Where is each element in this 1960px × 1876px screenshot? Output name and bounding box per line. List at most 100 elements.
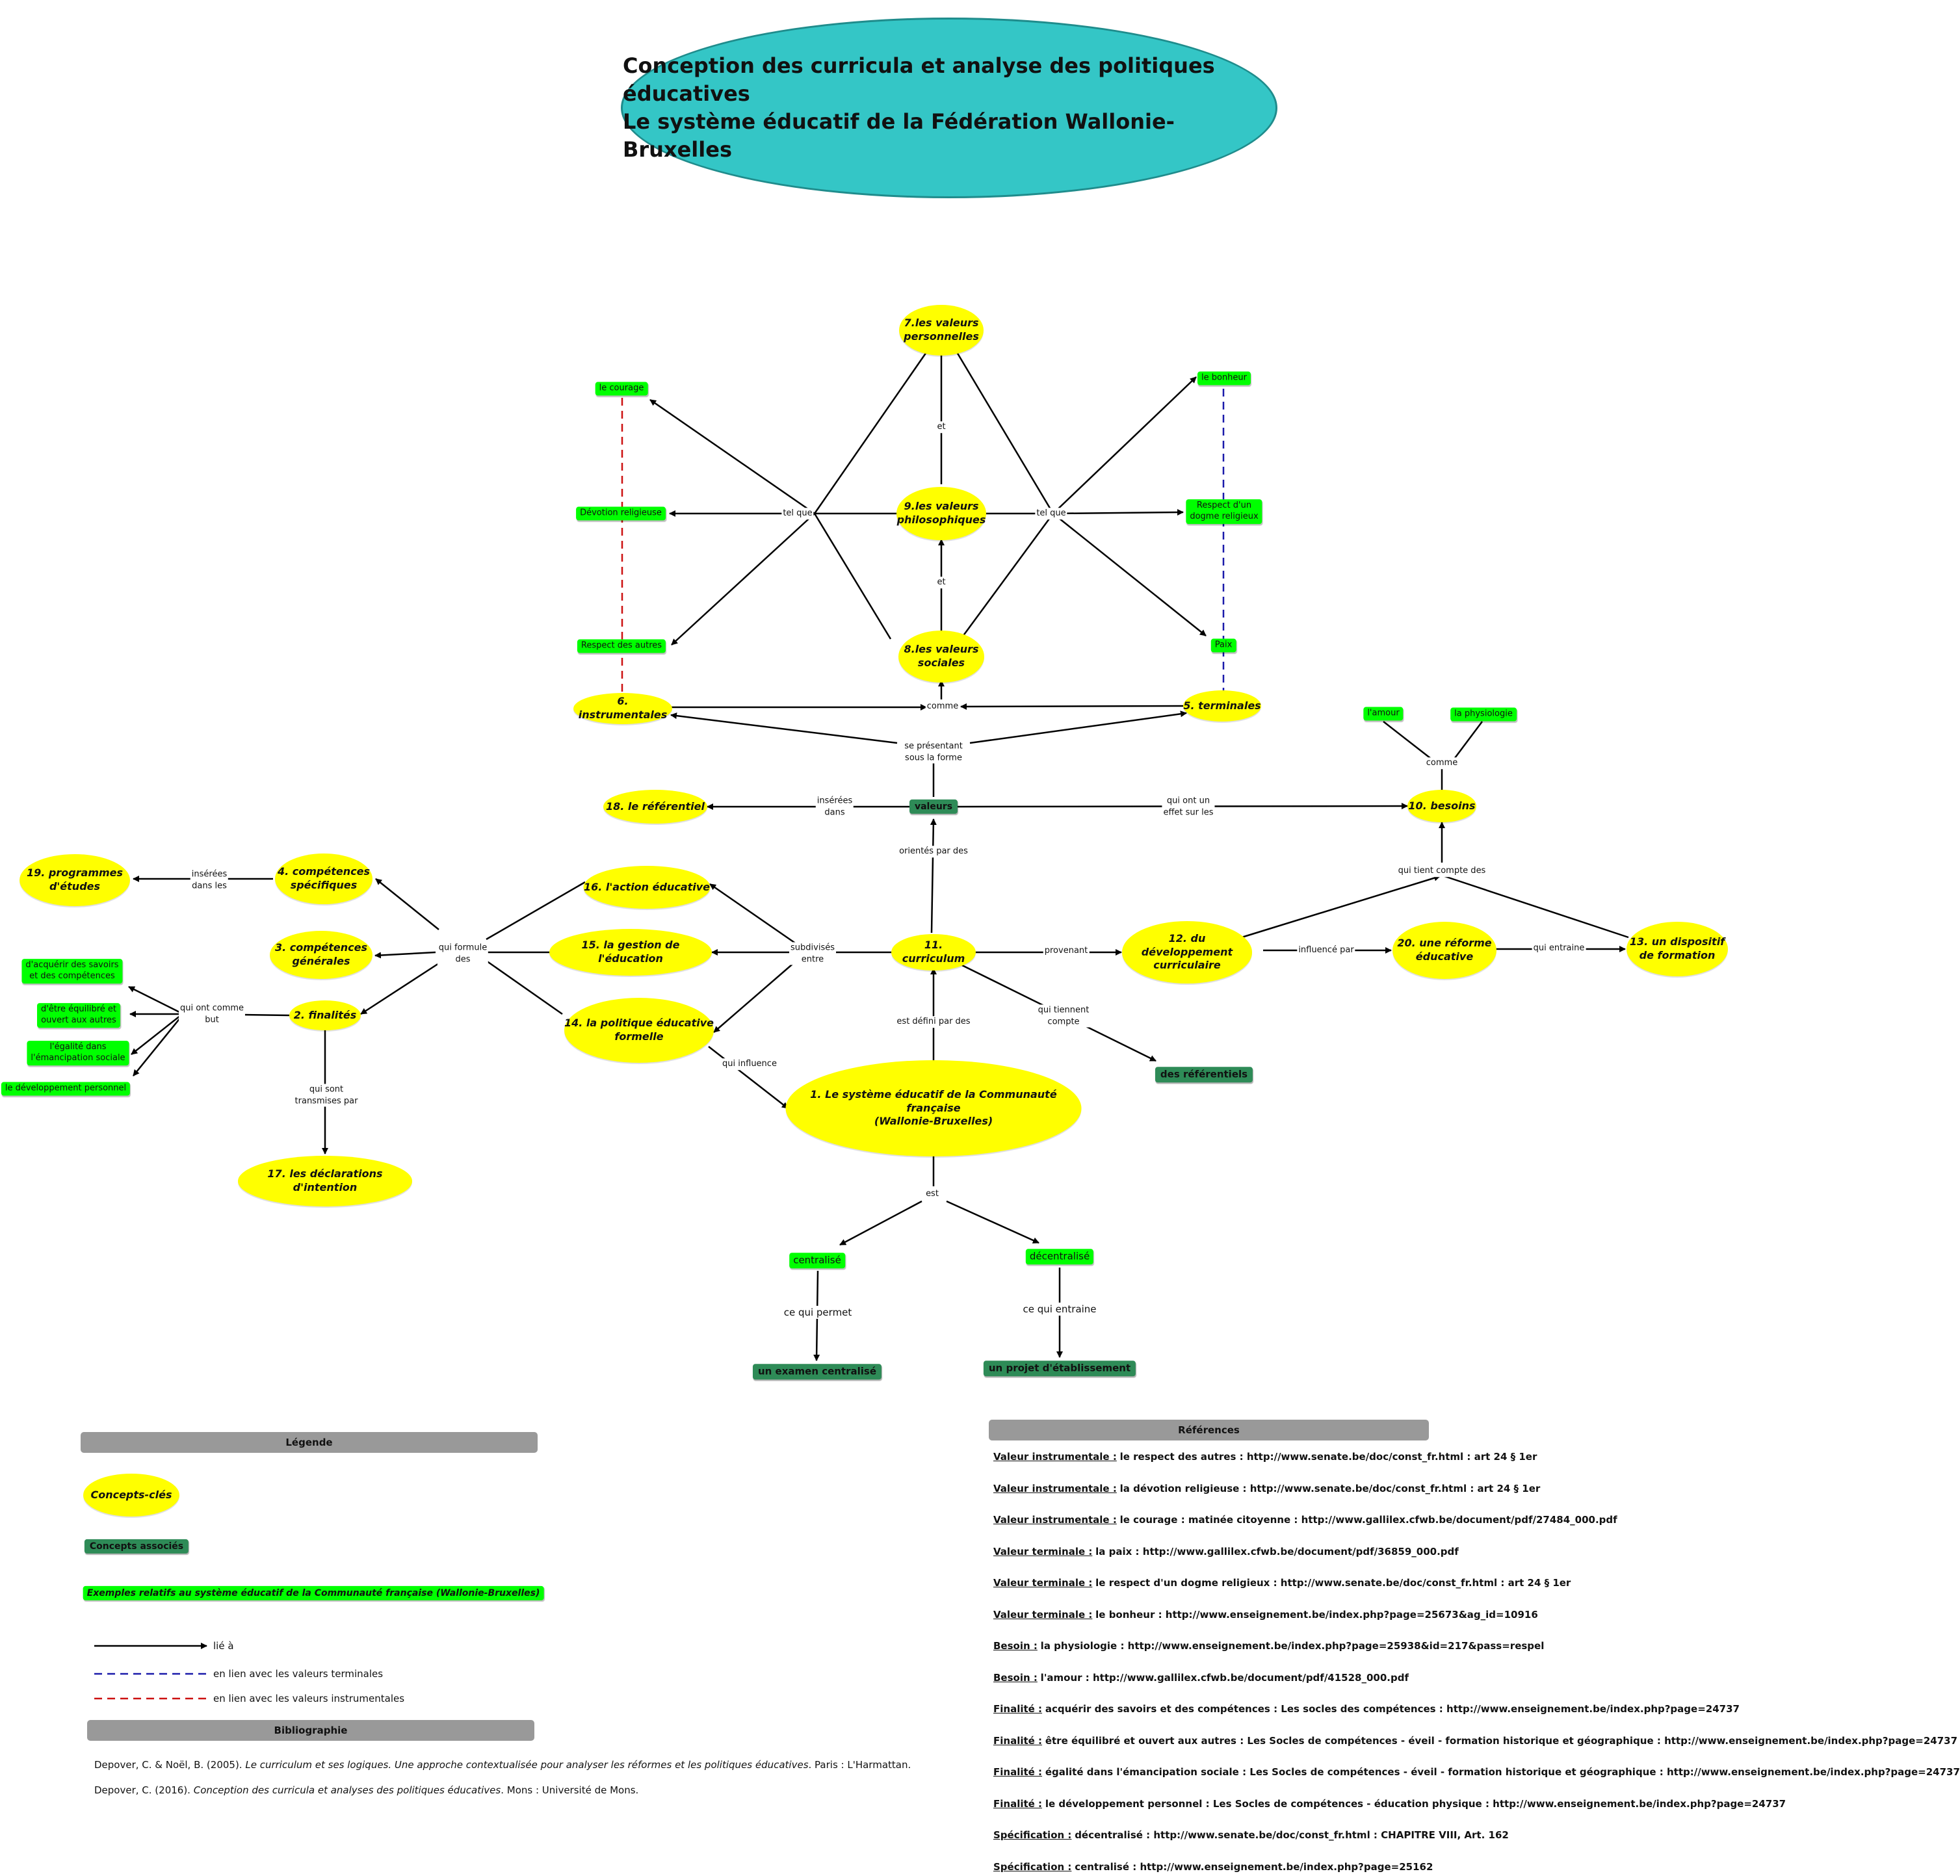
node-finalites: 2. finalités <box>289 1000 361 1030</box>
label-subdivises: subdivisés entre <box>789 942 836 965</box>
reference-key: Finalité : <box>993 1766 1043 1778</box>
reference-text: le respect des autres : http://www.senat… <box>1119 1451 1537 1463</box>
link-16-formule <box>486 881 586 941</box>
label-et-top: et <box>935 421 947 433</box>
legend-concepts-cles: Concepts-clés <box>83 1474 179 1517</box>
label-comme-values: comme <box>925 701 960 712</box>
link-5-comme <box>960 703 1187 710</box>
bibliography-header: Bibliographie <box>87 1720 534 1741</box>
node-physiologie: la physiologie <box>1450 707 1517 722</box>
link-12-tient <box>1241 874 1441 939</box>
label-est: est <box>924 1188 940 1200</box>
node-besoins: 10. besoins <box>1407 790 1476 822</box>
reference-key: Finalité : <box>993 1735 1043 1747</box>
link-physio-comme <box>1452 721 1483 761</box>
reference-item: Spécification : décentralisé : http://ww… <box>993 1829 1509 1841</box>
bibliography-item-2: Depover, C. (2016). Conception des curri… <box>94 1784 638 1796</box>
bibliography-item-2-publisher: . Mons : Université de Mons. <box>501 1784 639 1796</box>
label-qui-ont-comme-but: qui ont comme but <box>178 1002 246 1026</box>
link-but-developpement <box>133 1017 181 1076</box>
legend-header: Légende <box>81 1432 538 1453</box>
reference-text: centralisé : http://www.enseignement.be/… <box>1075 1861 1433 1873</box>
link-est-centralise <box>839 1200 922 1246</box>
label-ont-effet: qui ont un effet sur les <box>1162 795 1215 818</box>
references-header: Références <box>989 1420 1429 1440</box>
reference-text: la paix : http://www.gallilex.cfwb.be/do… <box>1095 1546 1459 1557</box>
node-projet-etablissement: un projet d'établissement <box>983 1361 1136 1376</box>
legend-exemples: Exemples relatifs au système éducatif de… <box>83 1585 544 1601</box>
label-tient-compte: qui tient compte des <box>1396 865 1487 877</box>
node-valeurs-sociales: 8.les valeurs sociales <box>898 631 984 683</box>
link-telque-courage <box>649 398 815 515</box>
reference-item: Besoin : l'amour : http://www.gallilex.c… <box>993 1672 1409 1684</box>
reference-text: être équilibré et ouvert aux autres : Le… <box>1045 1735 1958 1747</box>
reference-item: Valeur instrumentale : la dévotion relig… <box>993 1483 1540 1494</box>
link-telque-paix <box>1052 513 1207 636</box>
reference-text: décentralisé : http://www.senate.be/doc/… <box>1075 1829 1509 1841</box>
node-acquerir-savoirs: d'acquérir des savoirs et des compétence… <box>21 959 123 984</box>
node-competences-generales: 3. compétences générales <box>270 931 372 979</box>
reference-key: Besoin : <box>993 1640 1038 1652</box>
label-inserees-dans-les: insérées dans les <box>190 868 229 892</box>
label-qui-entraine: qui entraine <box>1532 943 1586 954</box>
link-13-tient <box>1444 875 1629 939</box>
node-instrumentales: 6. instrumentales <box>573 693 672 724</box>
label-ce-qui-entraine: ce qui entraine <box>1021 1302 1098 1316</box>
label-orientes: orientés par des <box>898 846 969 857</box>
reference-item: Besoin : la physiologie : http://www.ens… <box>993 1640 1544 1652</box>
label-est-defini: est défini par des <box>895 1016 972 1028</box>
map-title-line1: Conception des curricula et analyse des … <box>623 53 1215 106</box>
label-qui-influence: qui influence <box>721 1058 778 1070</box>
label-ce-qui-permet: ce qui permet <box>782 1305 854 1320</box>
reference-key: Valeur terminale : <box>993 1546 1093 1557</box>
bibliography-item-2-authors: Depover, C. (2016). <box>94 1784 194 1796</box>
legend-terminales: en lien avec les valeurs terminales <box>213 1668 384 1680</box>
node-valeurs-philosophiques: 9.les valeurs philosophiques <box>896 487 986 540</box>
link-formule-3 <box>374 951 436 959</box>
node-egalite-emancipation: l'égalité dans l'émancipation sociale <box>27 1041 129 1065</box>
node-systeme-educatif: 1. Le système éducatif de la Communauté … <box>785 1060 1082 1156</box>
link-amour-comme <box>1383 721 1434 761</box>
node-referentiel: 18. le référentiel <box>603 790 707 824</box>
reference-item: Valeur instrumentale : le respect des au… <box>993 1451 1537 1463</box>
node-gestion-education: 15. la gestion de l'éducation <box>549 929 712 976</box>
node-le-bonheur: le bonheur <box>1197 371 1251 385</box>
node-centralise: centralisé <box>789 1253 845 1268</box>
reference-item: Finalité : être équilibré et ouvert aux … <box>993 1735 1957 1747</box>
reference-item: Valeur terminale : la paix : http://www.… <box>993 1546 1459 1557</box>
link-but-savoirs <box>128 985 181 1014</box>
reference-key: Besoin : <box>993 1672 1038 1684</box>
reference-key: Finalité : <box>993 1703 1043 1715</box>
reference-item: Valeur terminale : le respect d'un dogme… <box>993 1577 1571 1589</box>
legend-instrumentales: en lien avec les valeurs instrumentales <box>213 1693 405 1704</box>
link-but-egalite <box>131 1015 181 1055</box>
label-tel-que-right: tel que <box>1035 508 1067 519</box>
link-sepresentant-6 <box>670 712 898 744</box>
reference-key: Valeur instrumentale : <box>993 1483 1117 1494</box>
link-7-telque-left <box>813 352 928 514</box>
legend-concepts-associes: Concepts associés <box>84 1539 189 1554</box>
node-des-referentiels: des référentiels <box>1155 1067 1253 1082</box>
node-competences-specifiques: 4. compétences spécifiques <box>275 853 372 904</box>
reference-key: Spécification : <box>993 1861 1072 1873</box>
label-qui-formule: qui formule des <box>437 942 489 965</box>
node-reforme-educative: 20. une réforme éducative <box>1392 922 1496 979</box>
bibliography-item-1-publisher: . Paris : L'Harmattan. <box>808 1759 911 1771</box>
bibliography-item-1-authors: Depover, C. & Noël, B. (2005). <box>94 1759 246 1771</box>
reference-key: Spécification : <box>993 1829 1072 1841</box>
label-se-presentant: se présentant sous la forme <box>903 740 964 764</box>
node-action-educative: 16. l'action éducative <box>583 866 711 909</box>
label-provenant: provenant <box>1043 945 1090 957</box>
reference-text: le respect d'un dogme religieux : http:/… <box>1095 1577 1571 1589</box>
node-politique-educative: 14. la politique éducative formelle <box>564 998 714 1063</box>
node-developpement-curriculaire: 12. du développement curriculaire <box>1122 921 1252 984</box>
reference-item: Finalité : égalité dans l'émancipation s… <box>993 1766 1960 1778</box>
reference-text: l'amour : http://www.gallilex.cfwb.be/do… <box>1040 1672 1409 1684</box>
reference-item: Valeur terminale : le bonheur : http://w… <box>993 1609 1538 1621</box>
link-est-decentralise <box>946 1200 1039 1244</box>
node-valeurs: valeurs <box>909 799 958 814</box>
label-comme-besoins: comme <box>1424 757 1459 769</box>
map-title: Conception des curricula et analyse des … <box>621 18 1277 198</box>
link-14-formule <box>486 959 563 1015</box>
label-et-bottom: et <box>935 577 947 588</box>
